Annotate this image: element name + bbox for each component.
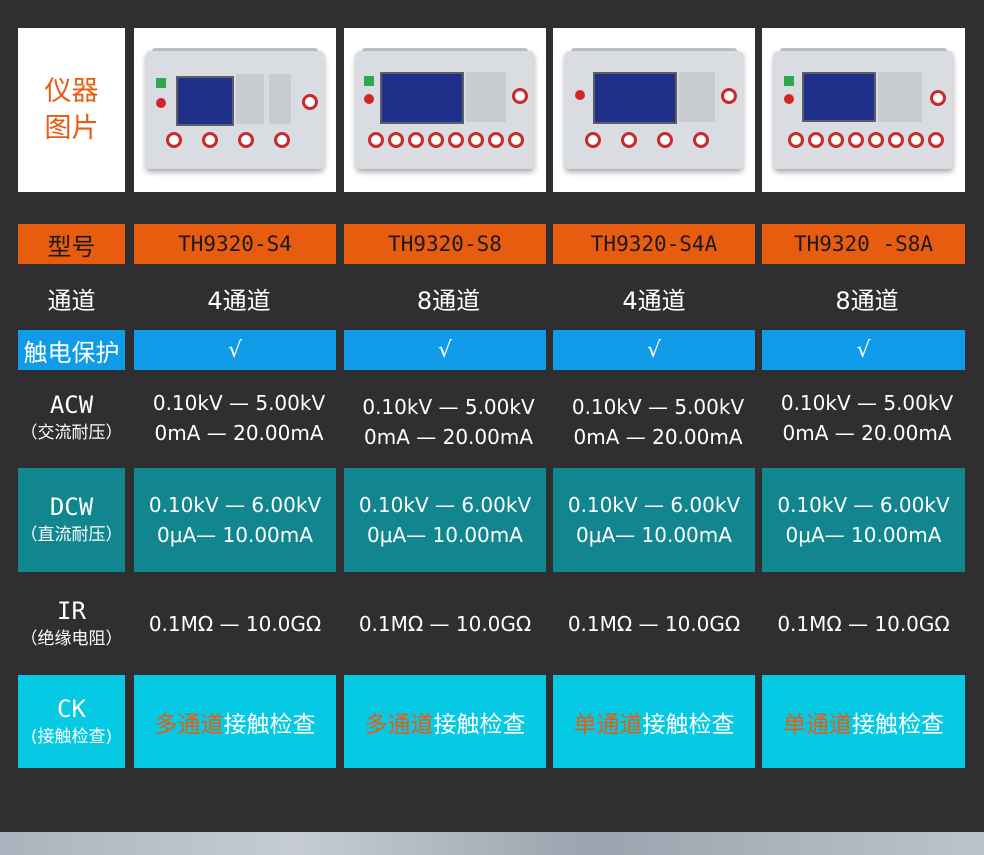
ck-sublabel: (接触检查) — [30, 726, 113, 747]
dcw-label-cell: DCW （直流耐压） — [18, 468, 125, 572]
ir-cell: 0.1MΩ — 10.0GΩ — [344, 604, 546, 644]
dcw-voltage: 0.10kV — 6.00kV — [567, 493, 741, 517]
dcw-cell: 0.10kV — 6.00kV 0μA— 10.00mA — [553, 468, 755, 572]
model-label-cell: 型号 — [18, 224, 125, 264]
model-name: TH9320-S4A — [590, 232, 718, 256]
model-label: 型号 — [47, 232, 96, 261]
ir-cell: 0.1MΩ — 10.0GΩ — [762, 604, 965, 644]
model-cell: TH9320-S4 — [134, 224, 336, 264]
check-mark: √ — [437, 337, 453, 363]
dcw-cell: 0.10kV — 6.00kV 0μA— 10.00mA — [762, 468, 965, 572]
ck-cell: 单通道接触检查 — [762, 675, 965, 768]
instrument-image-cell — [344, 28, 546, 192]
check-mark: √ — [646, 337, 662, 363]
ck-label-cell: CK (接触检查) — [18, 675, 125, 768]
acw-voltage: 0.10kV — 5.00kV — [571, 395, 745, 419]
acw-sublabel: （交流耐压） — [20, 423, 123, 443]
image-label-line2: 图片 — [44, 113, 99, 144]
acw-cell: 0.10kV — 5.00kV 0mA — 20.00mA — [762, 388, 972, 448]
ck-cell: 多通道接触检查 — [134, 675, 336, 768]
ir-sublabel: （绝缘电阻） — [20, 629, 123, 649]
touch-cell: √ — [134, 330, 336, 370]
check-mark: √ — [227, 337, 243, 363]
touch-label: 触电保护 — [23, 338, 120, 367]
ir-label-cell: IR （绝缘电阻） — [14, 594, 129, 654]
acw-cell: 0.10kV — 5.00kV 0mA — 20.00mA — [553, 392, 763, 452]
ir-cell: 0.1MΩ — 10.0GΩ — [553, 604, 755, 644]
ck-text: 接触检查 — [223, 711, 316, 738]
ir-range: 0.1MΩ — 10.0GΩ — [148, 612, 322, 636]
acw-voltage: 0.10kV — 5.00kV — [780, 391, 954, 415]
channels-value: 4通道 — [207, 286, 271, 315]
ck-cell: 多通道接触检查 — [344, 675, 546, 768]
dcw-current: 0μA— 10.00mA — [367, 523, 523, 547]
instrument-image-cell — [134, 28, 336, 192]
instrument-image-cell — [762, 28, 965, 192]
acw-current: 0mA — 20.00mA — [782, 421, 952, 445]
ck-text: 接触检查 — [642, 711, 735, 738]
channels-value: 8通道 — [835, 286, 899, 315]
acw-cell: 0.10kV — 5.00kV 0mA — 20.00mA — [344, 392, 553, 452]
image-label-cell: 仪器 图片 — [18, 28, 125, 192]
check-mark: √ — [856, 337, 871, 363]
acw-label-cell: ACW （交流耐压） — [18, 382, 125, 454]
ir-range: 0.1MΩ — 10.0GΩ — [567, 612, 741, 636]
ck-highlight: 多通道 — [364, 711, 434, 738]
touch-cell: √ — [762, 330, 965, 370]
dcw-cell: 0.10kV — 6.00kV 0μA— 10.00mA — [344, 468, 546, 572]
dcw-current: 0μA— 10.00mA — [785, 523, 942, 547]
acw-cell: 0.10kV — 5.00kV 0mA — 20.00mA — [134, 388, 344, 448]
ck-highlight: 多通道 — [154, 711, 224, 738]
acw-current: 0mA — 20.00mA — [363, 425, 534, 449]
ir-range: 0.1MΩ — 10.0GΩ — [358, 612, 532, 636]
channels-label: 通道 — [47, 286, 96, 315]
touch-cell: √ — [344, 330, 546, 370]
bottom-photo-strip — [0, 832, 984, 855]
instrument-image-cell — [553, 28, 755, 192]
acw-current: 0mA — 20.00mA — [573, 425, 743, 449]
model-name: TH9320-S8 — [388, 232, 502, 256]
channels-cell: 4通道 — [553, 278, 755, 318]
acw-voltage: 0.10kV — 5.00kV — [362, 395, 535, 419]
dcw-cell: 0.10kV — 6.00kV 0μA— 10.00mA — [134, 468, 336, 572]
channels-label-cell: 通道 — [18, 278, 125, 318]
ir-cell: 0.1MΩ — 10.0GΩ — [134, 604, 336, 644]
dcw-current: 0μA— 10.00mA — [157, 523, 313, 547]
instrument-image — [134, 28, 336, 192]
model-cell: TH9320 -S8A — [762, 224, 965, 264]
model-cell: TH9320-S4A — [553, 224, 755, 264]
acw-current: 0mA — 20.00mA — [154, 421, 324, 445]
channels-value: 8通道 — [416, 286, 481, 315]
channels-cell: 8通道 — [344, 278, 553, 318]
ck-text: 接触检查 — [852, 711, 944, 738]
ck-label: CK — [57, 694, 86, 723]
image-label-line1: 仪器 — [44, 76, 99, 107]
acw-voltage: 0.10kV — 5.00kV — [152, 391, 326, 415]
channels-value: 4通道 — [622, 286, 686, 315]
instrument-image — [762, 28, 965, 192]
dcw-voltage: 0.10kV — 6.00kV — [777, 493, 950, 517]
dcw-sublabel: （直流耐压） — [20, 525, 123, 545]
channels-cell: 4通道 — [134, 278, 344, 318]
ir-label: IR — [57, 597, 86, 625]
instrument-image — [344, 28, 546, 192]
touch-cell: √ — [553, 330, 755, 370]
instrument-image — [553, 28, 755, 192]
ck-cell: 单通道接触检查 — [553, 675, 755, 768]
channels-cell: 8通道 — [762, 278, 972, 318]
model-cell: TH9320-S8 — [344, 224, 546, 264]
touch-label-cell: 触电保护 — [18, 330, 125, 370]
ck-highlight: 单通道 — [783, 711, 852, 738]
dcw-voltage: 0.10kV — 6.00kV — [148, 493, 322, 517]
ck-text: 接触检查 — [433, 711, 526, 738]
dcw-current: 0μA— 10.00mA — [576, 523, 732, 547]
dcw-label: DCW — [49, 493, 94, 521]
dcw-voltage: 0.10kV — 6.00kV — [358, 493, 532, 517]
ir-range: 0.1MΩ — 10.0GΩ — [777, 612, 950, 636]
model-name: TH9320 -S8A — [793, 232, 934, 256]
ck-highlight: 单通道 — [573, 711, 643, 738]
acw-label: ACW — [49, 391, 94, 419]
model-name: TH9320-S4 — [178, 232, 292, 256]
